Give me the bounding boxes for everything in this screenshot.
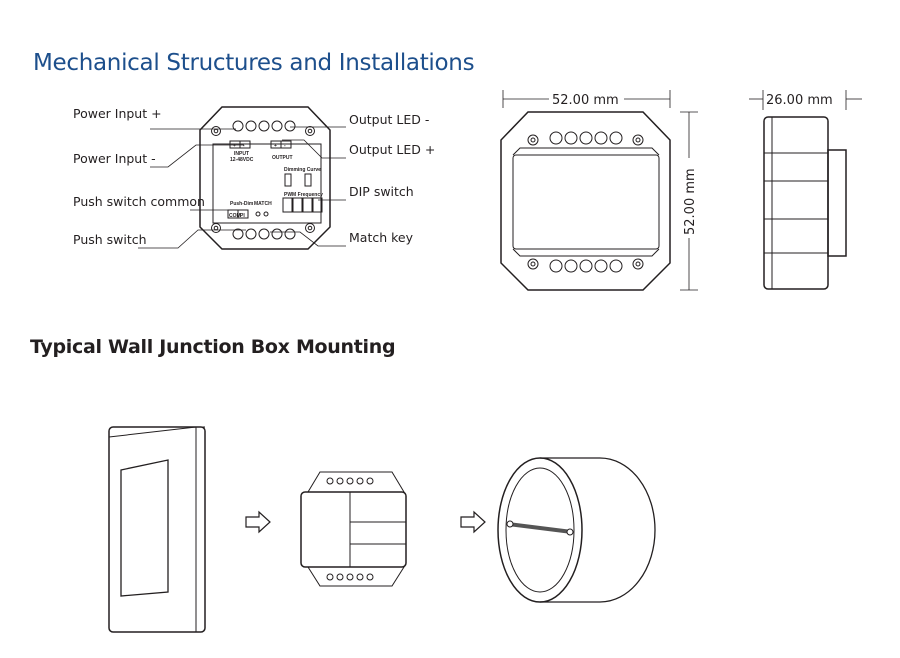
dim-side-depth: 26.00 mm (766, 93, 833, 108)
wall-switch-illustration (108, 426, 206, 633)
right-arrow-icon (460, 510, 486, 534)
match-label: MATCH (254, 201, 272, 207)
section-title-mounting: Typical Wall Junction Box Mounting (30, 336, 396, 358)
callout-power-input-minus: Power Input - (73, 151, 156, 166)
device-front-labeled (138, 106, 346, 250)
callout-output-led-plus: Output LED + (349, 142, 436, 157)
callout-output-led-minus: Output LED - (349, 112, 430, 127)
com-label: COM (229, 213, 241, 219)
callout-push-switch: Push switch (73, 232, 147, 247)
output-label: OUTPUT (272, 155, 293, 161)
input-plus-label: + (233, 143, 236, 149)
section-title-mechanical: Mechanical Structures and Installations (33, 50, 475, 76)
dim-front-width: 52.00 mm (552, 93, 619, 108)
push-dim-label: Push-Dim (230, 201, 254, 207)
device-front-dimensioned (500, 90, 698, 291)
dim-front-height: 52.00 mm (683, 168, 698, 235)
input-voltage-label: 12-48VDC (230, 157, 254, 163)
callout-power-input-plus: Power Input + (73, 106, 162, 121)
module-3d-illustration (300, 471, 407, 587)
dimming-curve-label: Dimming Curve (284, 167, 321, 173)
callout-push-switch-common: Push switch common (73, 194, 205, 209)
junction-box-illustration (497, 457, 656, 603)
callout-match-key: Match key (349, 230, 413, 245)
output-minus-label: - (284, 143, 286, 149)
callout-dip-switch: DIP switch (349, 184, 414, 199)
pwm-frequency-label: PWM Frequency (284, 192, 323, 198)
input-label: INPUT (234, 151, 249, 157)
output-plus-label: + (274, 143, 277, 149)
right-arrow-icon (245, 510, 271, 534)
device-side-view (749, 90, 862, 290)
pi-label: PI (240, 213, 245, 219)
input-minus-label: - (243, 143, 245, 149)
